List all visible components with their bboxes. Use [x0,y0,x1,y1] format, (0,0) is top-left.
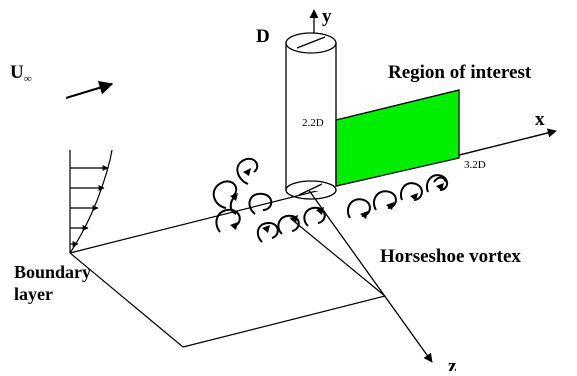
vortex-arrowheads [230,168,444,233]
x-axis-label: x [535,109,545,130]
z-axis [297,174,433,363]
freestream-label: U∞ [10,62,32,85]
y-axis-label: y [322,6,332,27]
boundary-label-line1: Boundary [14,262,91,282]
diameter-label: D [256,26,270,47]
region-height-label: 2.2D [302,117,324,129]
region-of-interest [335,89,460,187]
freestream-arrow [65,80,114,99]
region-length-label: 3.2D [464,159,486,171]
boundary-layer-profile [69,149,113,254]
cylinder [285,32,337,200]
region-of-interest-label: Region of interest [388,62,532,83]
horseshoe-vortex [212,157,448,243]
x-axis [454,128,557,157]
horseshoe-vortex-label: Horseshoe vortex [380,246,521,267]
z-axis-label: z [448,356,457,371]
boundary-label-line2: layer [14,284,53,304]
